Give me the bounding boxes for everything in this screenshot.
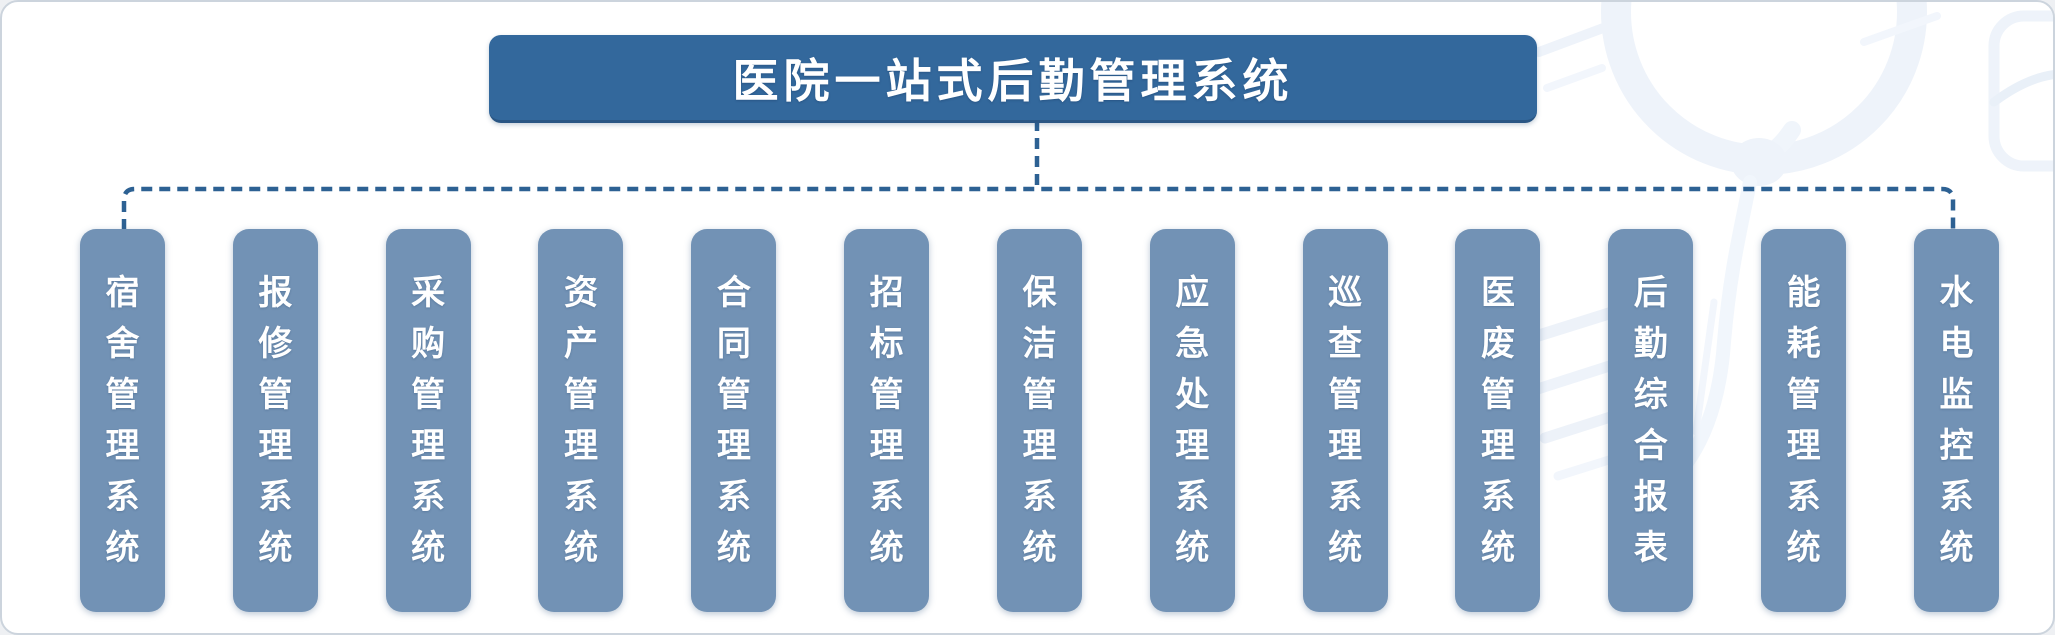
tree-node-label: 合同管理系统 [716,274,751,567]
tree-node-11: 后勤综合报表 [1608,229,1694,612]
tree-node-label: 后勤综合报表 [1633,274,1668,567]
tree-node-3: 采购管理系统 [385,229,471,612]
tree-node-label: 水电监控系统 [1939,274,1974,567]
tree-node-7: 保洁管理系统 [996,229,1082,612]
tree-node-label: 能耗管理系统 [1786,274,1821,567]
tree-node-2: 报修管理系统 [232,229,318,612]
tree-node-10: 医废管理系统 [1455,229,1541,612]
tree-node-5: 合同管理系统 [691,229,777,612]
tree-node-label: 宿舍管理系统 [105,274,140,567]
root-node: 医院一站式后勤管理系统 [489,35,1537,123]
tree-node-label: 招标管理系统 [869,274,904,567]
children-row: 宿舍管理系统 报修管理系统 采购管理系统 资产管理系统 合同管理系统 招标管理系… [80,229,1999,612]
tree-node-12: 能耗管理系统 [1761,229,1847,612]
tree-node-label: 报修管理系统 [258,274,293,567]
tree-node-13: 水电监控系统 [1913,229,1999,612]
tree-node-label: 医废管理系统 [1480,274,1515,567]
connector-rail [121,186,1956,230]
root-node-label: 医院一站式后勤管理系统 [732,54,1294,107]
tree-node-label: 资产管理系统 [563,274,598,567]
tree-node-label: 应急处理系统 [1175,274,1210,567]
tree-node-label: 采购管理系统 [411,274,446,567]
tree-node-label: 巡查管理系统 [1328,274,1363,567]
tree-node-label: 保洁管理系统 [1022,274,1057,567]
tree-node-8: 应急处理系统 [1149,229,1235,612]
tree-node-6: 招标管理系统 [844,229,930,612]
tree-node-1: 宿舍管理系统 [80,229,165,612]
tree-node-9: 巡查管理系统 [1302,229,1388,612]
tree-node-4: 资产管理系统 [538,229,624,612]
